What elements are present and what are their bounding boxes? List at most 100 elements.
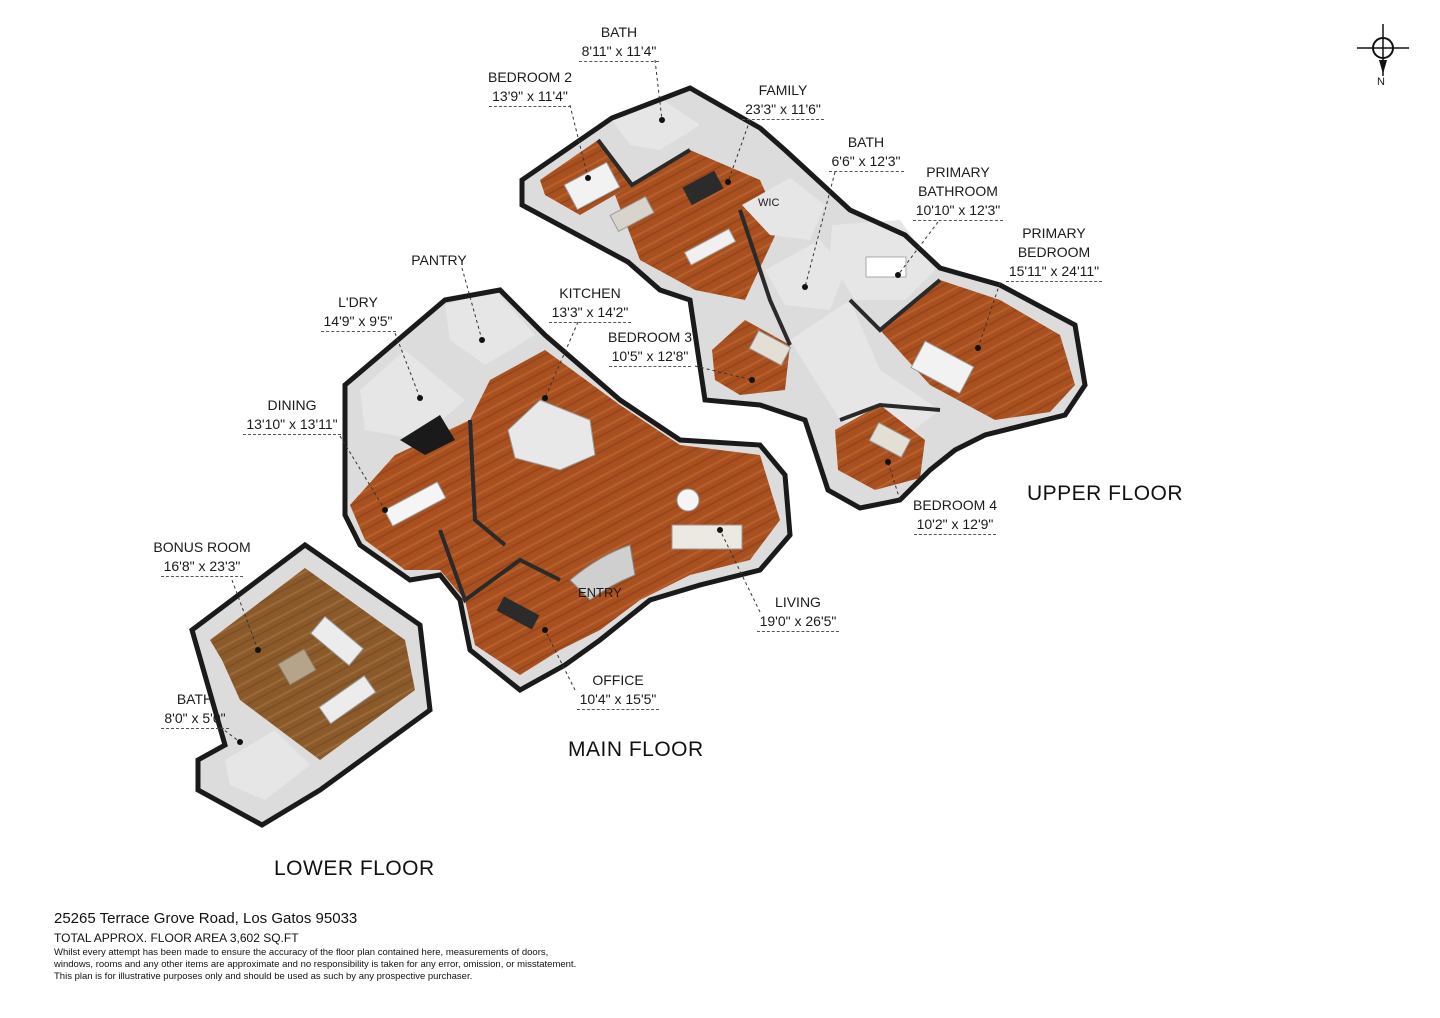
room-name: DINING	[267, 397, 317, 413]
floor-label-lower: LOWER FLOOR	[274, 857, 435, 880]
room-name: BATH	[847, 134, 885, 150]
room-name: BEDROOM 2	[487, 69, 572, 85]
label-leader-lines	[219, 59, 1001, 743]
bedroom-4-bed	[868, 422, 912, 458]
room-dimensions: 13'10" x 13'11"	[243, 415, 341, 435]
upper-floor-outline	[519, 85, 1088, 511]
room-name: BATH	[176, 691, 214, 707]
wic-floor	[742, 178, 825, 240]
room-name: OFFICE	[592, 672, 644, 688]
room-label-bedroom-4: BEDROOM 4 10'2" x 12'9"	[908, 496, 1002, 535]
room-name: BATHROOM	[918, 183, 998, 199]
compass-icon	[1357, 24, 1409, 76]
room-label-primary-bedroom: PRIMARY BEDROOM 15'11" x 24'11"	[1002, 224, 1106, 282]
room-dimensions: 13'3" x 14'2"	[548, 303, 632, 323]
bedroom-4-floor	[835, 405, 925, 490]
bonus-sofa-2	[318, 675, 377, 725]
main-floor-outline	[342, 287, 793, 693]
room-label-kitchen: KITCHEN 13'3" x 14'2"	[546, 284, 634, 323]
room-name: PRIMARY	[1022, 225, 1086, 241]
room-dimensions: 10'5" x 12'8"	[608, 347, 692, 367]
room-dimensions: 14'9" x 9'5"	[320, 312, 396, 332]
room-label-dining: DINING 13'10" x 13'11"	[240, 396, 344, 435]
room-dimensions: 19'0" x 26'5"	[756, 612, 840, 632]
plan-footer: 25265 Terrace Grove Road, Los Gatos 9503…	[54, 910, 754, 983]
room-dimensions: 15'11" x 24'11"	[1005, 262, 1103, 282]
room-label-family: FAMILY 23'3" x 11'6"	[740, 81, 826, 120]
bonus-sofa-1	[310, 615, 364, 667]
room-label-bath-upper-2: BATH 6'6" x 12'3"	[828, 133, 904, 172]
room-dimensions: 10'10" x 12'3"	[912, 201, 1004, 221]
room-label-entry: ENTRY	[578, 585, 622, 600]
lower-bath-floor	[225, 730, 310, 800]
upper-partition-d	[839, 402, 941, 422]
family-floor	[615, 150, 780, 300]
room-name: LIVING	[775, 594, 821, 610]
room-marker-dots	[237, 117, 981, 745]
family-console	[683, 228, 737, 266]
entry-stair	[569, 544, 636, 601]
upper-floor	[519, 85, 1088, 511]
room-dimensions: 13'9" x 11'4"	[489, 87, 571, 107]
room-dimensions: 8'11" x 11'4"	[578, 42, 660, 62]
main-floor	[342, 287, 793, 693]
upper-bath-2-floor	[765, 240, 845, 310]
room-dimensions: 10'4" x 15'5"	[576, 690, 660, 710]
bonus-ottoman	[277, 648, 317, 686]
living-sofa	[671, 524, 743, 550]
room-name: FAMILY	[758, 82, 808, 98]
room-label-wic: WIC	[758, 197, 780, 209]
dark-stair-void	[400, 415, 455, 455]
primary-tub	[865, 256, 907, 278]
room-label-laundry: L'DRY 14'9" x 9'5"	[316, 293, 400, 332]
compass-north-label: N	[1377, 76, 1385, 88]
room-label-bath-lower: BATH 8'0" x 5'0"	[158, 690, 232, 729]
main-partition-b	[438, 529, 561, 604]
room-name: BEDROOM 3	[607, 329, 692, 345]
room-dimensions: 23'3" x 11'6"	[742, 100, 824, 120]
kitchen-island	[507, 399, 596, 471]
room-dimensions: 6'6" x 12'3"	[828, 152, 904, 172]
dining-table	[383, 481, 447, 527]
disclaimer-line-3: This plan is for illustrative purposes o…	[54, 971, 473, 982]
floor-label-upper: UPPER FLOOR	[1027, 482, 1184, 505]
bedroom-2-bed	[563, 161, 621, 211]
office-desk	[496, 596, 540, 630]
upper-partition-c	[848, 278, 942, 333]
disclaimer-line-2: windows, rooms and any other items are a…	[54, 959, 577, 970]
room-name: BONUS ROOM	[153, 539, 251, 555]
family-chairs	[682, 170, 724, 206]
family-sofa	[609, 195, 655, 233]
north-compass: N	[1355, 22, 1411, 92]
room-label-office: OFFICE 10'4" x 15'5"	[574, 671, 662, 710]
total-floor-area: TOTAL APPROX. FLOOR AREA 3,602 SQ.FT	[54, 931, 299, 945]
bedroom-3-bed	[748, 330, 792, 366]
room-dimensions: 10'2" x 12'9"	[913, 515, 997, 535]
lower-floor	[189, 541, 433, 828]
room-label-bonus-room: BONUS ROOM 16'8" x 23'3"	[150, 538, 254, 577]
room-name: KITCHEN	[559, 285, 621, 301]
room-label-bedroom-3: BEDROOM 3 10'5" x 12'8"	[603, 328, 697, 367]
upper-floor-partitions	[596, 138, 692, 188]
main-living-floor	[350, 350, 780, 675]
room-dimensions: 16'8" x 23'3"	[160, 557, 244, 577]
room-label-living: LIVING 19'0" x 26'5"	[754, 593, 842, 632]
room-name: BEDROOM 4	[912, 497, 997, 513]
lower-floor-outline	[189, 541, 433, 828]
pantry-floor	[445, 290, 535, 365]
room-name: PRIMARY	[926, 164, 990, 180]
room-label-bedroom-2: BEDROOM 2 13'9" x 11'4"	[485, 68, 575, 107]
room-dimensions: 8'0" x 5'0"	[161, 709, 229, 729]
room-name: BEDROOM	[1017, 244, 1091, 260]
room-name: L'DRY	[338, 294, 378, 310]
primary-bedroom-bed	[910, 340, 975, 395]
room-name: PANTRY	[411, 252, 467, 268]
main-partition-a	[468, 419, 507, 547]
floor-label-main: MAIN FLOOR	[568, 738, 704, 761]
disclaimer-line-1: Whilst every attempt has been made to en…	[54, 947, 549, 958]
room-label-bath-upper-1: BATH 8'11" x 11'4"	[578, 23, 660, 62]
room-label-pantry: PANTRY	[404, 251, 474, 270]
room-label-primary-bathroom: PRIMARY BATHROOM 10'10" x 12'3"	[910, 163, 1006, 221]
room-name: BATH	[600, 24, 638, 40]
